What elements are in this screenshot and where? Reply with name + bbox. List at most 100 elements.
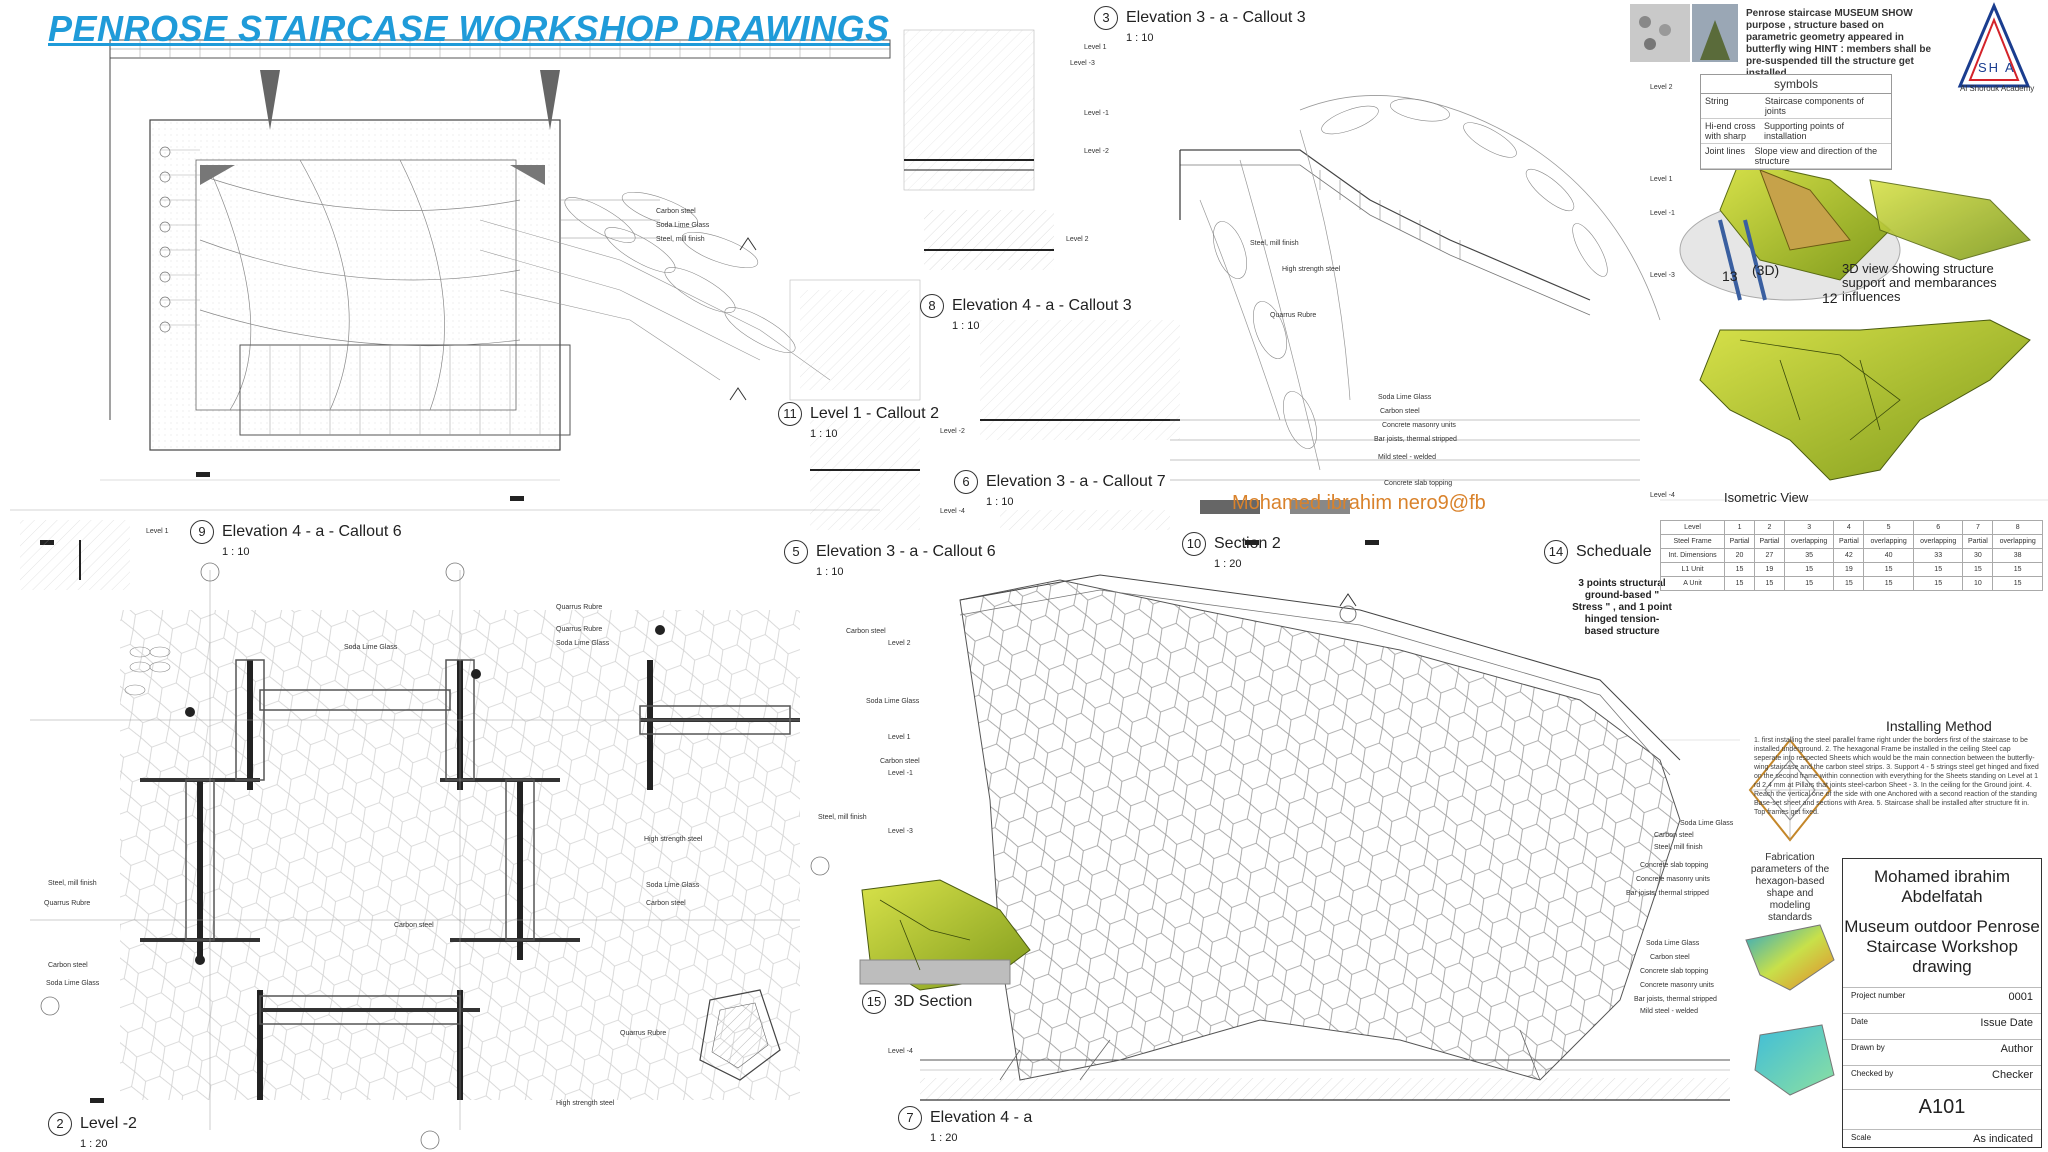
label-concrete-slab: Concrete slab topping: [1640, 968, 1709, 975]
fabrication-renders: [1745, 924, 1835, 1096]
level-marker: Level -4: [888, 1048, 913, 1055]
installing-method-text: 1. first installing the steel parallel f…: [1754, 737, 2039, 816]
fabrication-caption: Fabrication parameters of the hexagon-ba…: [1750, 852, 1830, 923]
sheet-number: A101: [1843, 1089, 2041, 1119]
project-brief-note: Penrose staircase MUSEUM SHOW purpose , …: [1746, 8, 1932, 79]
level-marker: Level -2: [1084, 148, 1109, 155]
label-steel-mill: Steel, mill finish: [656, 236, 705, 243]
label-carbon-steel: Carbon steel: [394, 922, 434, 929]
3d-view-caption: 3D view showing structure support and me…: [1842, 261, 1997, 304]
label-soda-lime: Soda Lime Glass: [646, 882, 700, 889]
3d-render-isometric: [1699, 319, 2031, 481]
label-carbon-steel: Carbon steel: [646, 900, 686, 907]
view-number-12: 12: [1822, 290, 1838, 306]
level-marker: Level -2: [940, 428, 965, 435]
project-name: Museum outdoor Penrose Staircase Worksho…: [1844, 917, 2040, 976]
level-marker: Level -3: [888, 828, 913, 835]
label-quarrus-rubre: Quarrus Rubre: [556, 604, 603, 611]
isometric-view-title: Isometric View: [1724, 490, 1809, 505]
label-concrete-masonry: Concrete masonry units: [1636, 876, 1710, 883]
level-marker: Level -1: [1650, 210, 1675, 217]
level-marker: Level -4: [940, 508, 965, 515]
installing-method-title: Installing Method: [1886, 718, 1992, 734]
label-mild-steel: Mild steel - welded: [1640, 1008, 1698, 1015]
label-carbon-steel: Carbon steel: [1650, 954, 1690, 961]
label-bar-joists: Bar joists, thermal stripped: [1634, 996, 1717, 1003]
level-marker: Level 1: [888, 734, 911, 741]
view-number-13: 13: [1722, 268, 1738, 284]
label-quarrus-rubre: Quarrus Rubre: [44, 900, 91, 907]
label-carbon-steel: Carbon steel: [48, 962, 88, 969]
title-block: Mohamed ibrahim Abdelfatah Museum outdoo…: [1842, 858, 2042, 1148]
level-marker: Level -4: [1650, 492, 1675, 499]
label-soda-lime: Soda Lime Glass: [656, 222, 710, 229]
label-mild-steel: Mild steel - welded: [1378, 454, 1436, 461]
level-marker: Level -3: [1070, 60, 1095, 67]
sheet-divider-lines: [1660, 499, 2048, 741]
label-carbon-steel: Carbon steel: [846, 628, 886, 635]
label-soda-lime: Soda Lime Glass: [1646, 940, 1700, 947]
label-concrete-slab: Concrete slab topping: [1640, 862, 1709, 869]
elevation4a-drawing: [920, 574, 1730, 1101]
academy-logo: [1957, 2, 2031, 88]
label-quarrus-rubre: Quarrus Rubre: [620, 1030, 667, 1037]
label-quarrus-rubre: Quarrus Rubre: [556, 626, 603, 633]
level-marker: Level -3: [1650, 272, 1675, 279]
label-concrete-masonry: Concrete masonry units: [1640, 982, 1714, 989]
3d-section-render: [859, 879, 1031, 991]
label-bar-joists: Bar joists, thermal stripped: [1626, 890, 1709, 897]
level-marker: Level -1: [888, 770, 913, 777]
page-title: PENROSE STAIRCASE WORKSHOP DRAWINGS: [48, 8, 890, 49]
level-marker: Level 2: [1066, 236, 1089, 243]
level-marker: Level -1: [1084, 110, 1109, 117]
author-name: Mohamed ibrahim Abdelfatah: [1873, 867, 2011, 906]
label-soda-lime: Soda Lime Glass: [556, 640, 610, 647]
thumbnail-renders: [1630, 4, 1738, 62]
author-credit-watermark: Mohamed ibrahim nero9@fb: [1232, 492, 1486, 514]
label-concrete-masonry: Concrete masonry units: [1382, 422, 1456, 429]
label-steel-mill: Steel, mill finish: [1654, 844, 1703, 851]
label-bar-joists: Bar joists, thermal stripped: [1374, 436, 1457, 443]
level-marker: Level 2: [888, 640, 911, 647]
level-marker: Level 1: [146, 528, 169, 535]
label-carbon-steel: Carbon steel: [880, 758, 920, 765]
label-carbon-steel: Carbon steel: [1654, 832, 1694, 839]
label-soda-lime: Soda Lime Glass: [1680, 820, 1734, 827]
label-high-strength: High strength steel: [1282, 266, 1341, 273]
schedule-description: 3 points structural ground-based " Stres…: [1572, 578, 1672, 637]
label-soda-lime: Soda Lime Glass: [344, 644, 398, 651]
label-soda-lime: Soda Lime Glass: [46, 980, 100, 987]
level-marker: Level 1: [1650, 176, 1673, 183]
label-high-strength: High strength steel: [556, 1100, 615, 1107]
label-quarrus-rubre: Quarrus Rubre: [1270, 312, 1317, 319]
label-steel-mill: Steel, mill finish: [818, 814, 867, 821]
label-high-strength: High strength steel: [644, 836, 703, 843]
label-carbon-steel: Carbon steel: [1380, 408, 1420, 415]
callout-details-top: [789, 29, 1180, 530]
3d-render-top: [1679, 159, 2031, 301]
label-concrete-slab: Concrete slab topping: [1384, 480, 1453, 487]
elevation3-callout3-drawing: [1170, 95, 1661, 545]
level-marker: Level 1: [1084, 44, 1107, 51]
